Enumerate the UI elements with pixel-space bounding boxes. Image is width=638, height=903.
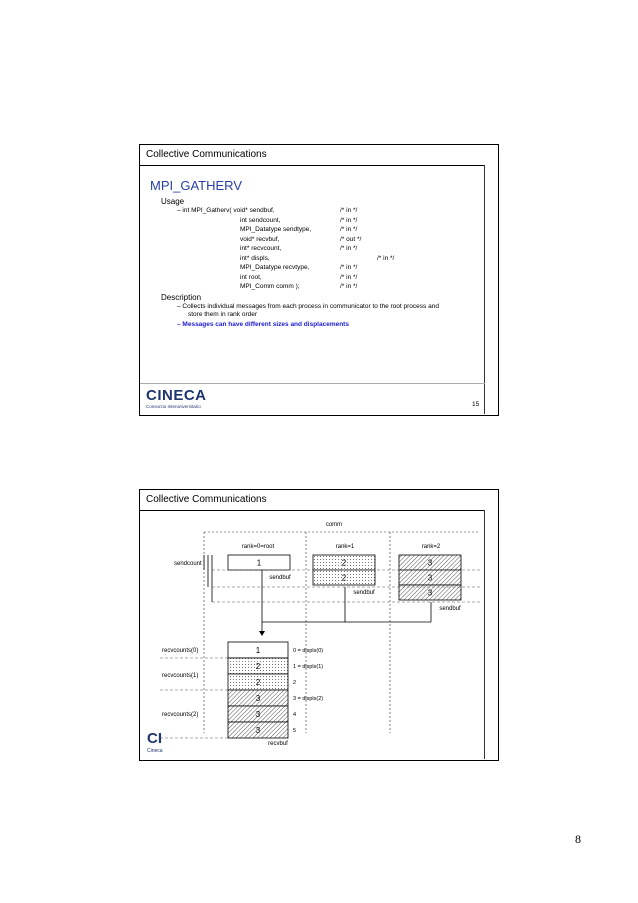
recvcounts-label: recvcounts(1) xyxy=(162,673,198,679)
recv-buffer: 1 0 = displs(0) 2 1 = displs(1) 2 2 3 3 = displ… xyxy=(227,641,323,739)
slide-15: Collective Communications MPI_GATHERV Us… xyxy=(139,144,499,416)
comm-label: comm xyxy=(326,522,342,528)
recv-cell-value: 2 xyxy=(256,662,261,671)
cineca-logo-subtext: Cineca xyxy=(147,748,163,754)
code-comment: /* in */ xyxy=(340,245,358,252)
code-comment: /* in */ xyxy=(340,283,358,290)
rank-label: rank=2 xyxy=(422,544,441,550)
slide-header: Collective Communications xyxy=(140,490,498,511)
slide-side-bar xyxy=(484,510,498,759)
description-label: Description xyxy=(161,293,202,302)
recv-index-label: 3 = displs(2) xyxy=(293,696,323,702)
recv-index-label: 2 xyxy=(293,680,296,686)
usage-label: Usage xyxy=(161,197,185,206)
sendbuf-label: sendbuf xyxy=(269,575,291,581)
code-comment: /* in */ xyxy=(377,254,395,262)
cineca-logo: CINECA xyxy=(146,387,207,404)
code-line: void* recvbuf, xyxy=(240,235,280,243)
code-line: – int MPI_Gatherv( void* sendbuf, xyxy=(177,207,275,214)
gatherv-diagram: comm rank=0=root rank=1 rank=2 sendcount… xyxy=(160,522,480,747)
rank-label: rank=1 xyxy=(336,544,355,550)
description-text-cont: store them in rank order xyxy=(188,311,258,318)
footer-rule xyxy=(140,383,485,384)
sendbuf-label: sendbuf xyxy=(439,606,461,612)
page-number: 8 xyxy=(575,832,581,846)
recv-cell-value: 1 xyxy=(256,646,261,655)
slide-side-bar xyxy=(484,165,498,414)
recv-cell-value: 3 xyxy=(256,694,261,703)
send-cell-value: 3 xyxy=(428,559,433,568)
code-line: MPI_Comm comm ); xyxy=(240,283,300,290)
recv-cell-value: 2 xyxy=(256,678,261,687)
recv-cell-value: 3 xyxy=(256,710,261,719)
code-comment: /* in */ xyxy=(340,207,358,214)
slide-header: Collective Communications xyxy=(140,145,498,166)
code-line: int root, xyxy=(240,273,262,281)
code-comment: /* out */ xyxy=(340,235,362,243)
gather-arrow-head xyxy=(259,631,265,636)
code-comment: /* in */ xyxy=(340,226,358,233)
send-cell-value: 2 xyxy=(342,559,347,568)
send-cell-value: 2 xyxy=(342,574,347,583)
sendcount-label: sendcount xyxy=(174,561,202,567)
description-emphasis: – Messages can have different sizes and … xyxy=(177,321,349,328)
send-buffers: 1 2 2 3 3 3 xyxy=(227,554,462,601)
cineca-logo: CI xyxy=(147,730,162,747)
code-line: int sendcount, xyxy=(240,216,281,224)
sendbuf-label: sendbuf xyxy=(353,590,375,596)
code-comment: /* in */ xyxy=(340,216,358,224)
slide-gatherv-diagram: Collective Communications comm rank=0=ro… xyxy=(139,489,499,761)
recv-index-label: 0 = displs(0) xyxy=(293,648,323,654)
recv-cell xyxy=(227,721,289,739)
code-line: MPI_Datatype sendtype, xyxy=(240,226,312,233)
send-cell xyxy=(398,584,462,601)
slide-number: 15 xyxy=(472,401,480,408)
slide-title: MPI_GATHERV xyxy=(150,178,242,193)
code-comment: /* in */ xyxy=(340,273,358,281)
code-line: MPI_Datatype recvtype, xyxy=(240,264,310,271)
code-line: int* recvcount, xyxy=(240,245,282,252)
code-comment: /* in */ xyxy=(340,264,358,271)
send-cell-value: 1 xyxy=(257,559,262,568)
description-text: – Collects individual messages from each… xyxy=(177,303,439,310)
gather-arrow-line xyxy=(262,587,346,623)
recv-index-label: 5 xyxy=(293,728,296,734)
send-cell-value: 3 xyxy=(428,589,433,598)
cineca-logo-subtext: Consorzio Interuniversitario xyxy=(146,404,201,409)
send-cell-value: 3 xyxy=(428,574,433,583)
code-line: int* displs, xyxy=(240,254,270,262)
recv-index-label: 4 xyxy=(293,712,296,718)
recvbuf-label: recvbuf xyxy=(268,741,288,747)
recv-index-label: 1 = displs(1) xyxy=(293,664,323,670)
rank-label: rank=0=root xyxy=(242,544,275,550)
recv-cell-value: 3 xyxy=(256,726,261,735)
recvcounts-label: recvcounts(2) xyxy=(162,712,198,718)
recvcounts-label: recvcounts(0) xyxy=(162,648,198,654)
